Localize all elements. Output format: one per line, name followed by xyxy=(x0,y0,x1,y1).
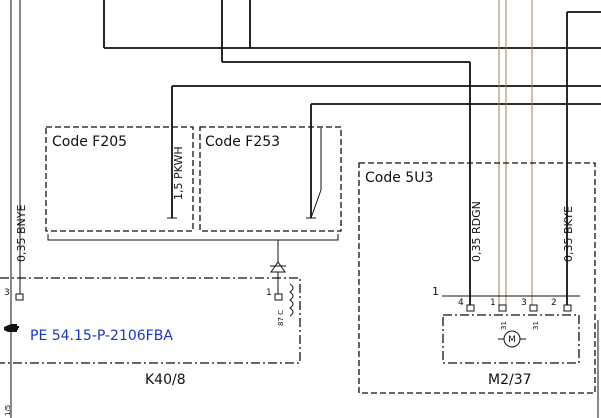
code-5u3-box xyxy=(358,162,596,394)
m2-pin-4-terminal xyxy=(466,304,475,312)
pe-reference-link[interactable]: PE 54.15-P-2106FBA xyxy=(4,324,173,344)
k40-module: 3 1 87 C PE 54.15-P-2106FBA K40/8 xyxy=(0,277,301,388)
m2-pin-2-label: 2 xyxy=(551,298,557,308)
bracket-line xyxy=(47,234,339,246)
code-f253-label: Code F253 xyxy=(205,134,280,150)
m2-pin-4-label: 4 xyxy=(458,298,464,308)
code-f205-box xyxy=(45,126,194,232)
m2-module-name: M2/37 xyxy=(488,372,532,388)
m2-pin-1-terminal xyxy=(498,304,507,312)
pe-reference-text[interactable]: PE 54.15-P-2106FBA xyxy=(30,328,173,344)
m2-pin-2-terminal xyxy=(563,304,572,312)
motor-symbol-label: M xyxy=(508,335,516,345)
m2-motor-box xyxy=(442,314,580,364)
bkye-wire-label: 0,35 BKYE xyxy=(562,206,575,262)
k40-pin-1-terminal xyxy=(274,293,283,301)
motor-icon xyxy=(503,330,521,348)
k40-module-name: K40/8 xyxy=(145,372,186,388)
code-bracket xyxy=(47,234,339,296)
m2-pin-1-label: 1 xyxy=(490,298,496,308)
rdgn-wire-label: 0,35 RDGN xyxy=(470,201,483,262)
m2-group-label: 1 xyxy=(432,285,439,298)
code-f205-label: Code F205 xyxy=(52,134,127,150)
pkwh-wire-label: 1,5 PKWH xyxy=(172,146,185,200)
k40-pin-1-label: 1 xyxy=(266,288,272,298)
corner-footer-text: 1/5 xyxy=(4,405,12,416)
k40-pin-3-label: 3 xyxy=(4,288,10,298)
m2-pin-3-label: 3 xyxy=(521,298,527,308)
code-5u3-module: Code 5U3 0,35 RDGN 0,35 BKYE 1 4 1 3 2 3… xyxy=(358,162,596,394)
code-boxes: Code F205 Code F253 1,5 PKWH xyxy=(45,126,342,232)
bnye-wire-label: 0,35 BNYE xyxy=(15,205,28,262)
connector-triangle-icon xyxy=(270,261,286,273)
pointing-hand-icon xyxy=(4,324,19,332)
code-f253-box xyxy=(199,126,342,232)
m2-pin-3-terminal xyxy=(529,304,538,312)
switch-contact xyxy=(310,189,322,219)
k40-pin-87c-label: 87 C xyxy=(277,310,285,326)
m2-31-left-label: 31 xyxy=(500,321,508,330)
relay-coil-icon xyxy=(289,283,294,317)
m2-31-right-label: 31 xyxy=(532,321,540,330)
code-5u3-label: Code 5U3 xyxy=(365,170,433,186)
k40-pin-3-terminal xyxy=(15,293,24,301)
k40-box xyxy=(0,277,301,364)
top-wires xyxy=(10,0,601,418)
